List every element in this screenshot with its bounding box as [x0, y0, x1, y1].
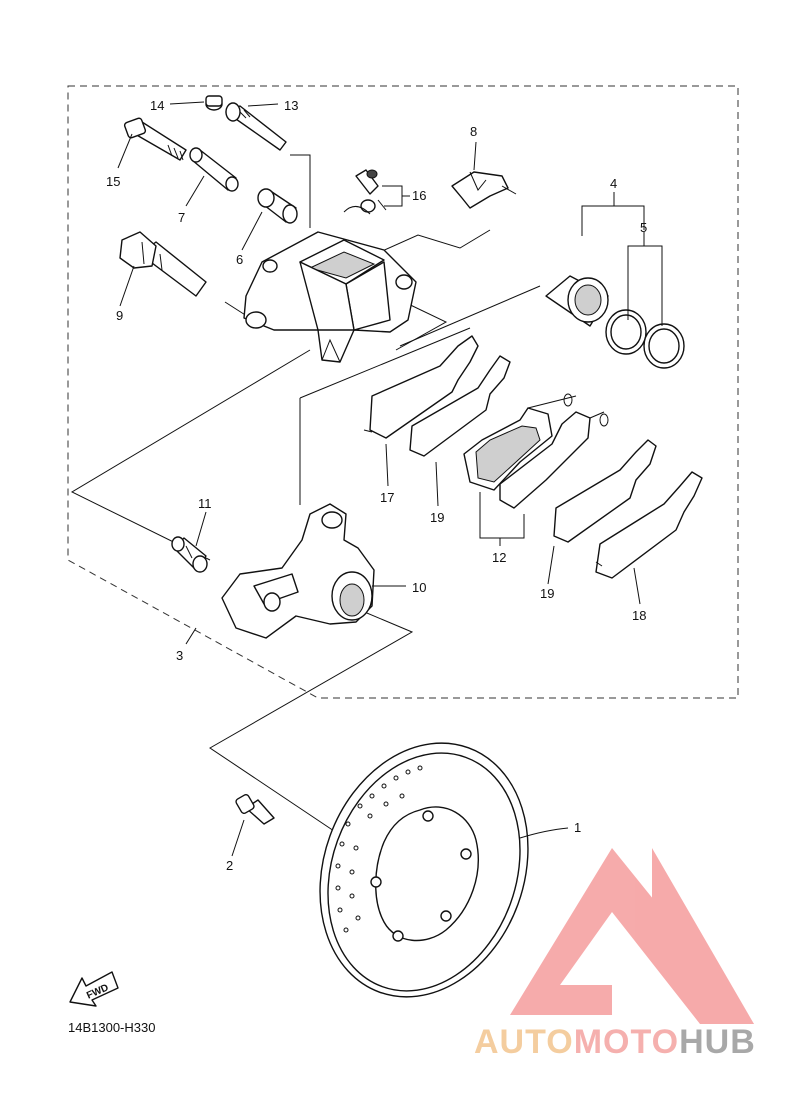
callout-7: 7	[178, 210, 185, 225]
part-14-bleed-cap	[205, 95, 223, 111]
part-17-shim	[363, 335, 479, 439]
callout-16: 16	[412, 188, 426, 203]
disc-holes	[335, 765, 423, 933]
callout-10: 10	[412, 580, 426, 595]
part-11-boot	[171, 536, 208, 573]
part-2-disc-bolt	[235, 793, 275, 825]
callout-11: 11	[198, 496, 212, 511]
watermark-mark-inner	[652, 848, 754, 1024]
part-18-shim	[595, 471, 703, 579]
watermark-logo: AUTOMOTOHUB	[474, 848, 756, 1061]
caliper-body	[243, 231, 417, 363]
callout-19-lower: 19	[540, 586, 554, 601]
part-1-brake-disc	[319, 742, 529, 998]
callout-17: 17	[380, 490, 394, 505]
part-3-caliper-bracket	[221, 503, 375, 639]
part-7-pin	[189, 147, 239, 192]
part-8-pad-clip	[451, 171, 517, 209]
callout-5: 5	[640, 220, 647, 235]
fwd-arrow: FWD	[69, 971, 119, 1007]
part-15-bolt	[123, 117, 187, 161]
part-9-large-bolt	[119, 231, 207, 297]
callout-1: 1	[574, 820, 581, 835]
callout-12: 12	[492, 550, 506, 565]
watermark-text: AUTOMOTOHUB	[474, 1023, 756, 1061]
assembly-boundary	[67, 85, 739, 699]
part-6-bushing	[257, 188, 298, 224]
part-13-bleed-screw	[225, 102, 287, 151]
callout-2: 2	[226, 858, 233, 873]
watermark-word-moto: MOTO	[574, 1023, 679, 1061]
callout-8: 8	[470, 124, 477, 139]
part-16-bleed-fitting	[343, 169, 387, 215]
callout-3: 3	[176, 648, 183, 663]
watermark-mark	[510, 848, 754, 1024]
part-19-insulator-lower	[553, 439, 657, 543]
part-5-seals	[605, 309, 685, 369]
part-12-brake-pads	[463, 393, 609, 509]
callout-9: 9	[116, 308, 123, 323]
part-19-insulator-upper	[409, 355, 511, 457]
callout-4: 4	[610, 176, 617, 191]
callout-labels: 14 13 15 7 6 9 8 16 4 5 17 19 12 19 18 1…	[106, 98, 647, 873]
watermark-word-hub: HUB	[679, 1023, 756, 1061]
callout-6: 6	[236, 252, 243, 267]
callout-19-upper: 19	[430, 510, 444, 525]
diagram-code: 14B1300-H330	[68, 1020, 155, 1035]
callout-14: 14	[150, 98, 164, 113]
assembly-guide-lines	[70, 154, 541, 836]
part-4-piston	[545, 275, 609, 327]
callout-leaders	[117, 101, 663, 857]
callout-15: 15	[106, 174, 120, 189]
callout-18: 18	[632, 608, 646, 623]
callout-13: 13	[284, 98, 298, 113]
watermark-word-auto: AUTO	[474, 1023, 574, 1061]
